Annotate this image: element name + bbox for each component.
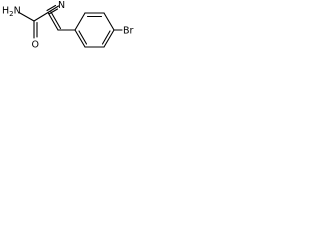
ring-bond-3 bbox=[103, 12, 115, 31]
ring-bond-1 bbox=[74, 12, 86, 31]
nitrile-nitrogen-label: N bbox=[58, 0, 65, 11]
bond-carbonyl-to-alpha-carbon bbox=[33, 11, 49, 22]
amide-nitrogen-label: H2N bbox=[2, 6, 21, 19]
ring-bond-4 bbox=[103, 29, 115, 48]
bond-n-to-carbonyl-carbon bbox=[18, 11, 35, 22]
ring-inner-double-left bbox=[78, 30, 88, 45]
carbonyl-oxygen-label: O bbox=[32, 40, 39, 51]
amide-label-subscript: 2 bbox=[9, 10, 13, 18]
bond-nitrile-triple-2 bbox=[48, 8, 59, 15]
ring-inner-double-right bbox=[101, 30, 111, 45]
amide-label-h: H bbox=[2, 6, 9, 17]
bond-alpha-to-vinyl-double-1 bbox=[47, 11, 59, 31]
bromine-label: Br bbox=[123, 26, 134, 37]
bond-alpha-to-nitrile-carbon bbox=[47, 5, 60, 14]
bond-nitrile-triple-1 bbox=[46, 4, 57, 12]
chemical-structure-diagram: H2N O N Br bbox=[2, 0, 134, 51]
amide-label-n: N bbox=[14, 6, 21, 17]
ring-bond-6 bbox=[74, 29, 86, 48]
bond-alpha-to-vinyl-double-2 bbox=[50, 11, 62, 30]
